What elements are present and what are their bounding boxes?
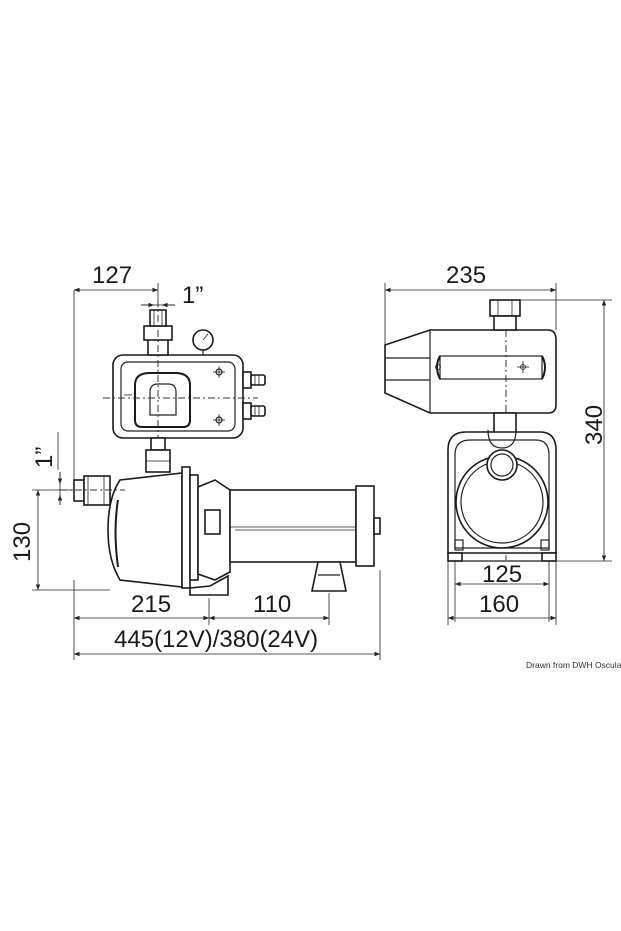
front-view: 235 340 125 160 (384, 262, 612, 625)
dim-front-base-width: 160 (479, 591, 519, 618)
inlet-fitting (60, 475, 125, 506)
dim-front-width: 235 (446, 262, 486, 289)
dim-inlet-size-left: 1” (31, 447, 58, 468)
connector-pipe (145, 437, 171, 473)
dim-inlet-size-top: 1” (182, 282, 203, 309)
dim-front-feet-spacing: 125 (482, 561, 522, 588)
dim-side-total-length: 445(12V)/380(24V) (114, 626, 318, 653)
front-pump-body (447, 429, 557, 562)
dim-side-top-width: 127 (92, 262, 132, 289)
pressure-switch-box (103, 300, 266, 470)
front-dimension-lines (384, 283, 612, 625)
front-pressure-switch (384, 299, 557, 560)
side-view: 127 1” 1” 130 215 110 445(12V)/380(24V) (9, 262, 381, 660)
pump-housing (107, 466, 231, 596)
side-dimension-lines (32, 283, 381, 660)
dim-side-base-left: 215 (131, 591, 171, 618)
dim-side-base-right: 110 (253, 591, 291, 618)
credit-text: Drawn from DWH Osculati Srl (526, 660, 621, 670)
dim-side-height: 130 (9, 522, 36, 562)
dim-front-height: 340 (581, 405, 608, 445)
motor (229, 485, 381, 592)
